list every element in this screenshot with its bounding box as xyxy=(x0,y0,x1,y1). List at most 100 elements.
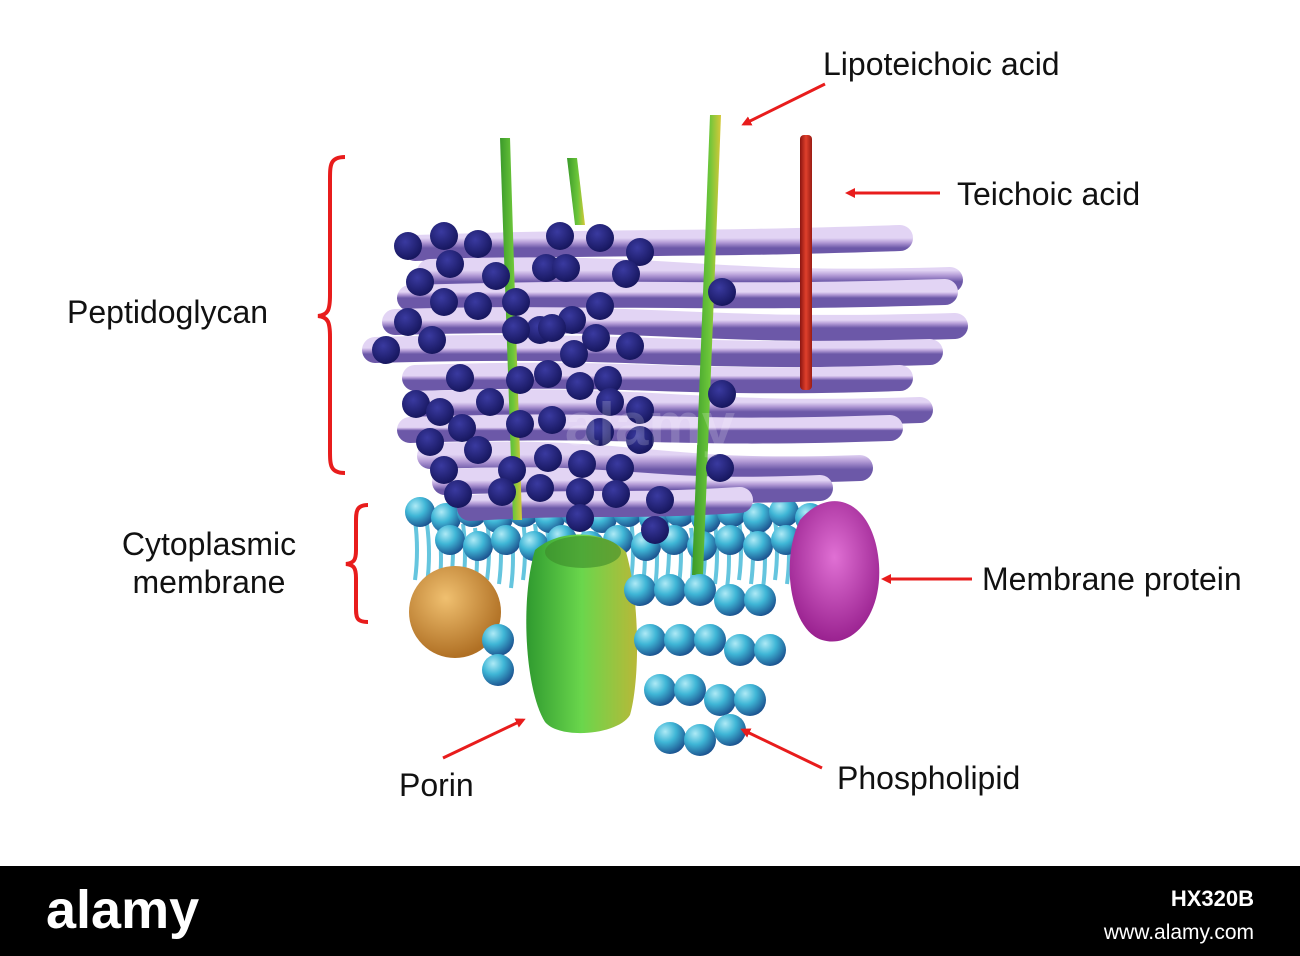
fiber-end-cap xyxy=(626,426,654,454)
porin-label: Porin xyxy=(399,767,474,803)
phospholipid-head xyxy=(724,634,756,666)
phospholipid-tail xyxy=(713,523,719,585)
fiber-end-cap xyxy=(476,388,504,416)
peptidoglycan-fiber xyxy=(402,225,913,261)
porin-arrow xyxy=(442,718,526,760)
small-membrane-protein xyxy=(409,566,501,658)
fiber-end-cap xyxy=(482,262,510,290)
fiber-end-cap xyxy=(406,268,434,296)
phospholipid-head xyxy=(491,525,521,555)
phospholipid-arrow xyxy=(740,728,823,770)
fiber-end-cap xyxy=(612,260,640,288)
fiber-end-cap xyxy=(566,372,594,400)
fiber-end-cap xyxy=(402,390,430,418)
fiber-end-cap xyxy=(464,230,492,258)
fiber-end-cap xyxy=(566,504,594,532)
fiber-end-cap xyxy=(446,364,474,392)
fiber-end-cap xyxy=(626,238,654,266)
fiber-end-cap xyxy=(426,398,454,426)
fiber-end-cap xyxy=(560,340,588,368)
peptidoglycan-fiber xyxy=(397,414,903,444)
peptidoglycan-brace xyxy=(317,155,346,475)
fiber-end-cap xyxy=(586,292,614,320)
phospholipid-heads-front xyxy=(482,574,786,756)
phospholipid-head xyxy=(754,634,786,666)
fiber-end-cap xyxy=(641,516,669,544)
peptidoglycan-label: Peptidoglycan xyxy=(67,294,269,330)
phospholipid-head xyxy=(644,674,676,706)
cytoplasmic-membrane-label: Cytoplasmic membrane xyxy=(121,526,297,600)
fiber-end-cap xyxy=(596,388,624,416)
fiber-end-cap xyxy=(448,414,476,442)
fiber-end-cap xyxy=(436,250,464,278)
phospholipid-head xyxy=(654,574,686,606)
fiber-end-cap xyxy=(566,478,594,506)
fiber-end-cap xyxy=(706,454,734,482)
alamy-logo-text: alamy xyxy=(46,880,199,940)
phospholipid-head xyxy=(769,497,799,527)
fiber-end-cap xyxy=(606,454,634,482)
fiber-end-cap xyxy=(538,406,566,434)
diagram-figure: alamy Lipoteichoic acid Teichoic acid Pe… xyxy=(67,46,1242,803)
peptidoglycan-fiber-ends xyxy=(372,222,736,544)
phospholipid-head xyxy=(694,624,726,656)
lipoteichoic-acid-arrow xyxy=(741,82,826,126)
fiber-end-cap xyxy=(506,366,534,394)
porin xyxy=(526,534,638,734)
alamy-logo-mark: alamy xyxy=(46,880,199,940)
fiber-end-cap xyxy=(708,380,736,408)
phospholipid-head xyxy=(704,684,736,716)
fiber-end-cap xyxy=(546,222,574,250)
site-url: www.alamy.com xyxy=(1103,921,1254,944)
peptidoglycan-fiber xyxy=(397,279,958,311)
phospholipid-head xyxy=(405,497,435,527)
fiber-end-cap xyxy=(552,254,580,282)
fiber-end-cap xyxy=(502,288,530,316)
peptidoglycan-fiber xyxy=(382,307,968,341)
fiber-end-cap xyxy=(506,410,534,438)
porin-channel xyxy=(545,536,621,568)
fiber-end-cap xyxy=(532,254,560,282)
fiber-end-cap xyxy=(602,480,630,508)
alamy-logo: alamy xyxy=(46,880,276,945)
phospholipid-head xyxy=(715,525,745,555)
fiber-end-cap xyxy=(430,456,458,484)
phospholipid-head xyxy=(634,624,666,656)
fiber-end-cap xyxy=(582,324,610,352)
fiber-end-cap xyxy=(464,292,492,320)
stock-image-id: HX320B xyxy=(1170,886,1254,911)
phospholipid-head xyxy=(743,531,773,561)
membrane-protein xyxy=(789,501,880,642)
fiber-end-cap xyxy=(430,222,458,250)
peptidoglycan-fiber xyxy=(402,362,913,394)
phospholipid-head xyxy=(684,724,716,756)
teichoic-acid-label: Teichoic acid xyxy=(957,176,1141,212)
peptidoglycan-fiber xyxy=(362,334,943,368)
fiber-end-cap xyxy=(444,480,472,508)
fiber-end-cap xyxy=(568,450,596,478)
cell-wall-illustration: alamy xyxy=(317,82,972,770)
fiber-end-cap xyxy=(394,308,422,336)
fiber-end-cap xyxy=(534,444,562,472)
fiber-end-cap xyxy=(586,418,614,446)
peptidoglycan-fiber xyxy=(417,441,873,483)
phospholipid-head xyxy=(624,574,656,606)
fiber-end-cap xyxy=(498,456,526,484)
phospholipid-head xyxy=(482,654,514,686)
fiber-end-cap xyxy=(416,428,444,456)
phospholipid-head xyxy=(654,722,686,754)
fiber-end-cap xyxy=(464,436,492,464)
membrane-protein-label: Membrane protein xyxy=(982,561,1242,597)
fiber-end-cap xyxy=(626,396,654,424)
fiber-end-cap xyxy=(394,232,422,260)
lipoteichoic-acid-rod xyxy=(692,115,721,575)
fiber-end-cap xyxy=(594,366,622,394)
phospholipid-tail xyxy=(413,519,419,581)
phospholipid-head xyxy=(463,531,493,561)
phospholipid-head xyxy=(435,525,465,555)
phospholipid-label: Phospholipid xyxy=(837,760,1021,796)
fiber-end-cap xyxy=(430,288,458,316)
fiber-end-cap xyxy=(586,224,614,252)
fiber-end-cap xyxy=(534,360,562,388)
phospholipid-head xyxy=(714,714,746,746)
